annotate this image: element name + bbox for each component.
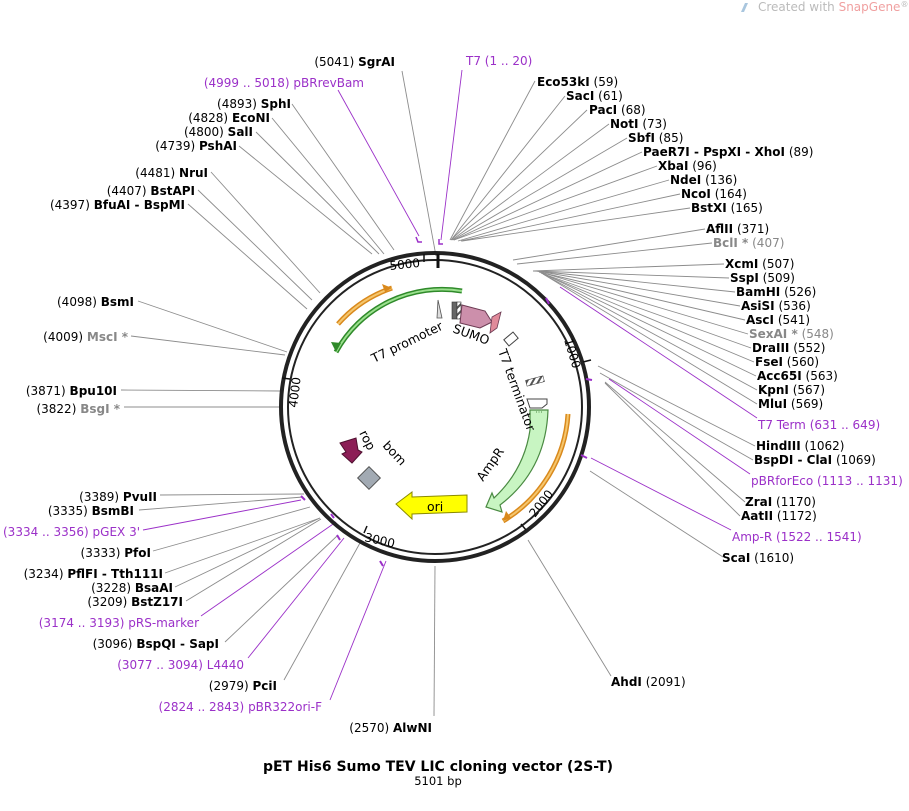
backbone [279,251,591,563]
feature-label-ori: ori [427,499,443,514]
site-label-ahdi: AhdI (2091) [611,675,686,689]
site-label-acc65i: Acc65I (563) [757,369,838,383]
site-label-draiii: DraIII (552) [752,341,825,355]
rop-feature [339,437,363,464]
site-label-pgex-3: (3334 .. 3356) pGEX 3' [3,525,140,539]
label-leader-lines [120,69,758,717]
bom-feature [356,465,382,491]
site-label-pvuii: (3389) PvuII [79,490,157,504]
feature-label-t7-promoter: T7 promoter [368,318,446,366]
site-label-pfoi: (3333) PfoI [81,546,151,560]
primer-markers [300,236,593,567]
site-label-sspi: SspI (509) [730,271,795,285]
site-label-bspdi-clai: BspDI - ClaI (1069) [754,453,876,467]
lac-operator [451,301,458,320]
site-label-l4440: (3077 .. 3094) L4440 [117,658,244,672]
site-label-amp-r: Amp-R (1522 .. 1541) [732,530,862,544]
site-label-bsaai: (3228) BsaAI [91,581,173,595]
tick-3000: 3000 [363,530,396,551]
site-label-bsmbi: (3335) BsmBI [48,504,134,518]
site-label-eco53ki: Eco53kI (59) [537,75,618,89]
tick-marks [281,254,592,534]
site-label-sgrai: (5041) SgrAI [314,55,395,69]
f1-like-element [525,375,545,387]
plasmid-length: 5101 bp [414,774,462,788]
site-label-asisi: AsiSI (536) [741,299,811,313]
site-label-bspqi-sapi: (3096) BspQI - SapI [93,637,219,651]
site-label-bamhi: BamHI (526) [736,285,816,299]
site-label-bsmi: (4098) BsmI [57,295,134,309]
site-label-mlui: MluI (569) [758,397,823,411]
site-label-asci: AscI (541) [746,313,810,327]
ori-feature [395,491,468,521]
site-label-pbrforeco: pBRforEco (1113 .. 1131) [751,474,903,488]
tick-5000: 5000 [389,256,421,273]
site-label-msci: (4009) MscI * [43,330,129,344]
snapgene-watermark: Created with SnapGene® [741,0,908,14]
site-label-paer7i-pspxi-xhoi: PaeR7I - PspXI - XhoI (89) [643,145,813,159]
site-label-psh-ai: (4739) PshAI [155,139,237,153]
site-label-xcmi: XcmI (507) [725,257,794,271]
site-label-pcii: (2979) PciI [209,679,277,693]
site-label-t7: T7 (1 .. 20) [465,54,532,68]
feature-label-t7-terminator: T7 terminator [495,346,539,434]
t7-terminator-box [503,331,519,347]
rbs-marker [436,299,443,319]
feature-label-ampr: AmpR [473,444,507,483]
site-label-noti: NotI (73) [610,117,667,131]
plasmid-name: pET His6 Sumo TEV LIC cloning vector (2S… [263,759,613,775]
site-label-ncoi: NcoI (164) [681,187,747,201]
site-label-bstxi: BstXI (165) [691,201,763,215]
site-label-bfuai-bspmi: (4397) BfuAI - BspMI [50,198,185,212]
amp-promoter [526,398,548,409]
site-label-hindiii: HindIII (1062) [756,439,844,453]
tick-1000: 1000 [561,337,583,370]
site-label-bstapi: (4407) BstAPI [107,184,195,198]
site-label-econi: (4828) EcoNI [188,111,270,125]
site-label-paci: PacI (68) [589,103,646,117]
site-label-alwni: (2570) AlwNI [349,721,432,735]
site-label-ndei: NdeI (136) [670,173,737,187]
site-label-kpni: KpnI (567) [758,383,825,397]
site-label-zrai: ZraI (1170) [745,495,816,509]
site-label-saci: SacI (61) [566,89,623,103]
features [331,284,571,524]
site-label-fsei: FseI (560) [755,355,819,369]
site-label-sbfi: SbfI (85) [628,131,683,145]
site-label-pbrrevbam: (4999 .. 5018) pBRrevBam [204,76,364,90]
sumo-feature [459,304,493,329]
site-label-t7-term: T7 Term (631 .. 649) [757,418,880,432]
site-label-sexai: SexAI * (548) [749,327,834,341]
site-label-bstz17i: (3209) BstZ17I [87,595,183,609]
tick-4000: 4000 [286,376,304,408]
site-label-pflfi-tth111i: (3234) PflFI - Tth111I [24,567,163,581]
site-labels: (5041) SgrAI T7 (1 .. 20) (4999 .. 5018)… [3,54,903,735]
site-label-bsgi: (3822) BsgI * [36,402,120,416]
site-label-xbai: XbaI (96) [658,159,717,173]
feature-label-bom: bom [380,438,410,469]
site-label-nrui: (4481) NruI [135,166,208,180]
his-tag [489,311,502,334]
site-label-prs-marker: (3174 .. 3193) pRS-marker [39,616,199,630]
site-label-aatii: AatII (1172) [741,509,817,523]
ampr-feature [485,409,549,513]
snapgene-logo-icon [741,3,748,12]
site-label-bpu10i: (3871) Bpu10I [26,384,117,398]
tick-2000: 2000 [526,487,556,520]
svg-text:Created with SnapGene®: Created with SnapGene® [758,0,908,14]
site-label-pbr322ori-f: (2824 .. 2843) pBR322ori-F [159,700,323,714]
site-label-sali: (4800) SalI [184,125,253,139]
feature-label-rop: rop [356,428,379,453]
map-title-block: pET His6 Sumo TEV LIC cloning vector (2S… [263,759,613,788]
site-label-aflii: AflII (371) [706,222,769,236]
site-label-bcli: BclI * (407) [713,236,784,250]
site-label-sphi: (4893) SphI [217,97,291,111]
site-label-scai: ScaI (1610) [722,551,794,565]
